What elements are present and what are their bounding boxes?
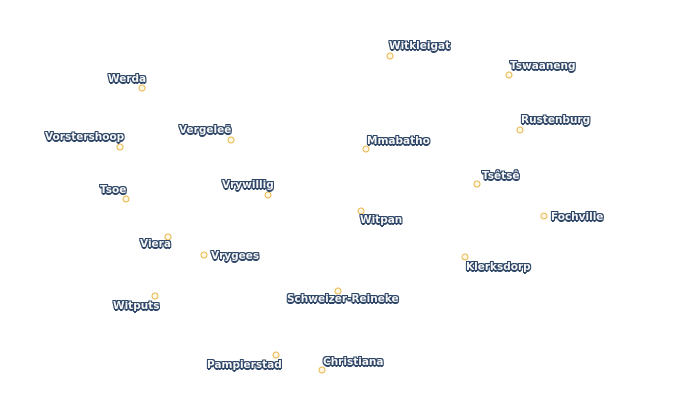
place-label: Rustenburg — [521, 114, 591, 126]
town-marker-icon[interactable] — [164, 233, 172, 241]
place-label: Vorstershoop — [45, 131, 125, 143]
place-label: Tsoe — [100, 184, 127, 196]
town-marker-icon[interactable] — [264, 191, 272, 199]
place-label: Tswaaneng — [510, 60, 576, 72]
town-marker-icon[interactable] — [386, 52, 394, 60]
place-label: Witputs — [113, 300, 160, 312]
place-label: Viera — [140, 238, 171, 250]
town-marker-icon[interactable] — [362, 145, 370, 153]
town-marker-icon[interactable] — [473, 180, 481, 188]
town-marker-icon[interactable] — [318, 366, 326, 374]
place-label: Vrygees — [211, 250, 260, 262]
town-marker-icon[interactable] — [357, 207, 365, 215]
place-label: Fochville — [551, 211, 604, 223]
place-label: Witpan — [360, 214, 403, 226]
place-label: Pampierstad — [207, 359, 282, 371]
place-label: Mmabatho — [367, 135, 430, 147]
place-label: Klerksdorp — [466, 261, 531, 273]
town-marker-icon[interactable] — [116, 143, 124, 151]
town-marker-icon[interactable] — [334, 287, 342, 295]
town-marker-icon[interactable] — [516, 126, 524, 134]
place-label: Werda — [108, 73, 147, 85]
town-marker-icon[interactable] — [505, 71, 513, 79]
place-label: Tsêtsê — [482, 170, 520, 182]
place-label: Vergeleë — [179, 124, 232, 136]
town-marker-icon[interactable] — [122, 195, 130, 203]
town-marker-icon[interactable] — [200, 251, 208, 259]
town-marker-icon[interactable] — [540, 212, 548, 220]
town-marker-icon[interactable] — [461, 253, 469, 261]
place-label: Witkleigat — [389, 40, 451, 52]
place-label: Christiana — [323, 356, 384, 368]
place-label: Vrywillig — [222, 179, 274, 191]
place-label: Schweizer-Reineke — [287, 293, 399, 305]
town-marker-icon[interactable] — [151, 292, 159, 300]
town-marker-icon[interactable] — [138, 84, 146, 92]
town-marker-icon[interactable] — [227, 136, 235, 144]
town-marker-icon[interactable] — [272, 351, 280, 359]
